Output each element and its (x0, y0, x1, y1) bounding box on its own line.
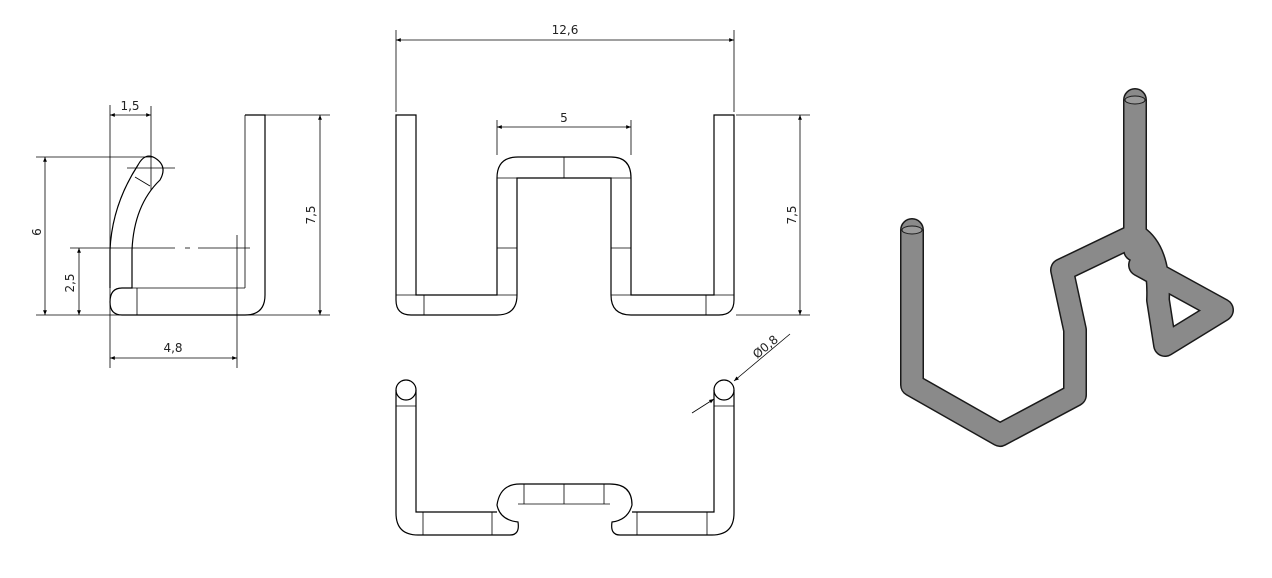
dim-top-offset: 1,5 (120, 99, 139, 113)
front-view: 12,6 5 7,5 (395, 23, 810, 316)
dim-front-leg-height: 7,5 (785, 205, 799, 224)
bottom-view: Ø0,8 (395, 332, 791, 536)
dim-width: 4,8 (163, 341, 182, 355)
dim-wire-diameter: Ø0,8 (750, 332, 781, 361)
dim-overall-width: 12,6 (552, 23, 579, 37)
dim-leg-height: 7,5 (304, 205, 318, 224)
dim-inner-width: 5 (560, 111, 568, 125)
dim-total-height: 6 (30, 228, 44, 236)
dim-bend-height: 2,5 (63, 273, 77, 292)
side-view: 1,5 6 2,5 4,8 7,5 (30, 99, 330, 368)
isometric-view (900, 88, 1234, 447)
